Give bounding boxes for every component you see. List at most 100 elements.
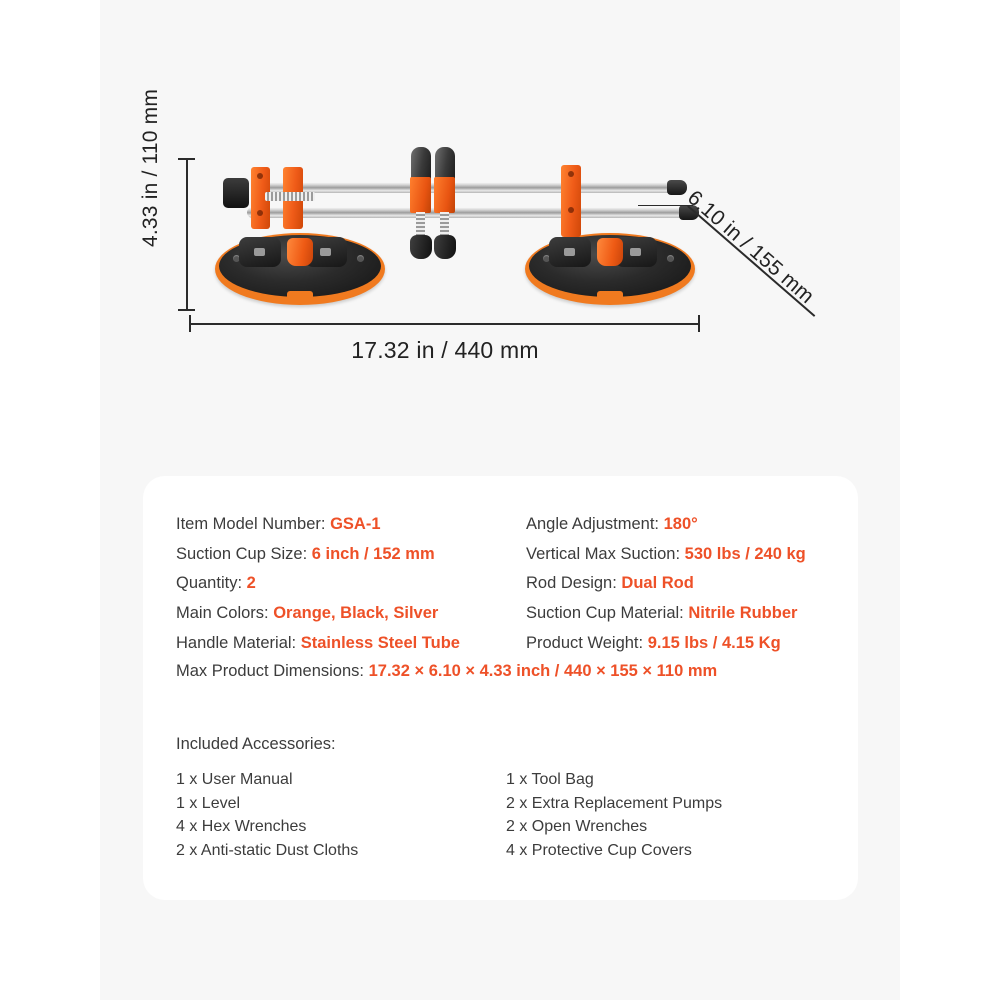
- spec-value: 180°: [663, 515, 698, 533]
- cup-screw-left-a: [233, 255, 240, 262]
- cup-notch-right: [597, 291, 623, 300]
- cup-screw-right-a: [543, 255, 550, 262]
- clamp-hole-left-a: [257, 173, 263, 179]
- spec-row: Handle Material: Stainless Steel Tube Pr…: [176, 633, 836, 654]
- accessory-item: 2 x Open Wrenches: [506, 818, 648, 836]
- accessory-item: 1 x Tool Bag: [506, 771, 594, 788]
- pump-cap-b: [435, 147, 455, 181]
- accessories-title: Included Accessories:: [176, 735, 336, 753]
- spec-label: Max Product Dimensions:: [176, 662, 364, 681]
- spec-value: Orange, Black, Silver: [273, 603, 439, 622]
- spec-col-left: Handle Material: Stainless Steel Tube: [176, 633, 526, 654]
- pump-cap-a: [411, 147, 431, 181]
- spec-item-vertical-max-suction: Vertical Max Suction: 530 lbs / 240 kg: [526, 544, 836, 565]
- spec-row: Main Colors: Orange, Black, Silver Sucti…: [176, 603, 836, 624]
- rod-upper: [255, 182, 675, 193]
- spec-value: 6 inch / 152 mm: [311, 544, 435, 563]
- width-dimension-line: [190, 323, 700, 325]
- width-dimension-cap-left: [189, 315, 191, 332]
- accessory-item: 4 x Protective Cup Covers: [506, 841, 692, 859]
- spec-label: Suction Cup Size:: [176, 544, 308, 563]
- cup-pad-left-a: [239, 237, 281, 267]
- spec-item-suction-cup-size: Suction Cup Size: 6 inch / 152 mm: [176, 544, 526, 565]
- rod-lower: [247, 207, 687, 218]
- pump-foot-b: [434, 235, 456, 259]
- spec-col-left: Item Model Number: GSA-1: [176, 514, 526, 535]
- spec-col-left: Main Colors: Orange, Black, Silver: [176, 603, 526, 624]
- spec-col-right: Product Weight: 9.15 lbs / 4.15 Kg: [526, 633, 836, 654]
- clamp-screw-left: [265, 192, 315, 201]
- accessory-item: 1 x Level: [176, 794, 241, 812]
- spec-col-right: Angle Adjustment: 180°: [526, 514, 836, 535]
- spec-col-right: Vertical Max Suction: 530 lbs / 240 kg: [526, 544, 836, 565]
- cup-notch-left: [287, 291, 313, 300]
- adjust-knob-left: [223, 178, 249, 208]
- accessory-item: 1 x User Manual: [176, 771, 293, 788]
- spec-label: Rod Design:: [526, 574, 617, 593]
- spec-value: GSA-1: [330, 515, 381, 533]
- spec-row: Suction Cup Size: 6 inch / 152 mm Vertic…: [176, 544, 836, 565]
- width-dimension-label: 17.32 in / 440 mm: [351, 337, 539, 363]
- cup-screw-left-b: [357, 255, 364, 262]
- spec-value: 17.32 × 6.10 × 4.33 inch / 440 × 155 × 1…: [368, 662, 718, 681]
- specification-grid: Item Model Number: GSA-1 Angle Adjustmen…: [176, 514, 836, 681]
- spec-item-main-colors: Main Colors: Orange, Black, Silver: [176, 603, 526, 624]
- spec-label: Handle Material:: [176, 633, 297, 652]
- pump-shaft-b: [440, 212, 449, 238]
- spec-label: Quantity:: [176, 574, 243, 593]
- spec-item-handle-material: Handle Material: Stainless Steel Tube: [176, 633, 526, 654]
- spec-col-right: Suction Cup Material: Nitrile Rubber: [526, 603, 836, 624]
- accessories-column-right: 1 x Tool Bag 2 x Extra Replacement Pumps…: [506, 768, 836, 862]
- rod-cap-upper-right: [667, 180, 687, 195]
- cup-screw-right-b: [667, 255, 674, 262]
- specification-card: Item Model Number: GSA-1 Angle Adjustmen…: [143, 476, 858, 900]
- spec-item-angle-adjustment: Angle Adjustment: 180°: [526, 514, 836, 535]
- spec-col-left: Quantity: 2: [176, 573, 526, 594]
- spec-value: Dual Rod: [621, 574, 694, 593]
- height-dimension-label: 4.33 in / 110 mm: [139, 88, 162, 247]
- clamp-hole-right-b: [568, 207, 574, 213]
- spec-value: Stainless Steel Tube: [300, 633, 460, 652]
- spec-item-quantity: Quantity: 2: [176, 573, 526, 594]
- height-dimension-line: [186, 158, 188, 311]
- rod-cap-lower-right: [679, 205, 699, 220]
- pump-body-b: [434, 177, 455, 213]
- pivot-knob-left: [287, 238, 313, 266]
- accessories-column-left: 1 x User Manual 1 x Level 4 x Hex Wrench…: [176, 768, 506, 862]
- spec-value: 530 lbs / 240 kg: [684, 544, 806, 563]
- spec-label: Angle Adjustment:: [526, 515, 659, 533]
- height-dimension-cap-bottom: [178, 309, 195, 311]
- clamp-right: [561, 165, 581, 237]
- pump-shaft-a: [416, 212, 425, 238]
- pump-body-a: [410, 177, 431, 213]
- spec-label: Vertical Max Suction:: [526, 544, 681, 563]
- spec-item-suction-cup-material: Suction Cup Material: Nitrile Rubber: [526, 603, 836, 624]
- product-dimension-diagram: 4.33 in / 110 mm 17.32 in / 440 mm 6.10 …: [100, 0, 900, 460]
- clamp-left-outer: [251, 167, 270, 229]
- height-dimension-cap-top: [178, 158, 195, 160]
- spec-value: 2: [246, 574, 256, 593]
- accessory-item: 2 x Anti-static Dust Cloths: [176, 841, 359, 859]
- width-dimension-cap-right: [698, 315, 700, 332]
- spec-label: Item Model Number:: [176, 515, 326, 533]
- spec-col-left: Suction Cup Size: 6 inch / 152 mm: [176, 544, 526, 565]
- spec-label: Main Colors:: [176, 603, 269, 622]
- spec-label: Product Weight:: [526, 633, 644, 652]
- accessory-item: 2 x Extra Replacement Pumps: [506, 794, 723, 812]
- accessory-item: 4 x Hex Wrenches: [176, 818, 307, 836]
- clamp-hole-left-b: [257, 210, 263, 216]
- spec-row: Item Model Number: GSA-1 Angle Adjustmen…: [176, 514, 836, 535]
- product-illustration: [195, 145, 715, 320]
- spec-col-right: Rod Design: Dual Rod: [526, 573, 836, 594]
- clamp-hole-right-a: [568, 171, 574, 177]
- cup-pad-right-a: [549, 237, 591, 267]
- spec-item-product-weight: Product Weight: 9.15 lbs / 4.15 Kg: [526, 633, 836, 654]
- spec-row: Quantity: 2 Rod Design: Dual Rod: [176, 573, 836, 594]
- pump-foot-a: [410, 235, 432, 259]
- included-accessories-section: Included Accessories: 1 x User Manual 1 …: [176, 735, 836, 862]
- spec-item-model-number: Item Model Number: GSA-1: [176, 514, 526, 535]
- pad-marking-left-b: [320, 248, 331, 256]
- spec-value: Nitrile Rubber: [688, 603, 798, 622]
- spec-label: Suction Cup Material:: [526, 603, 684, 622]
